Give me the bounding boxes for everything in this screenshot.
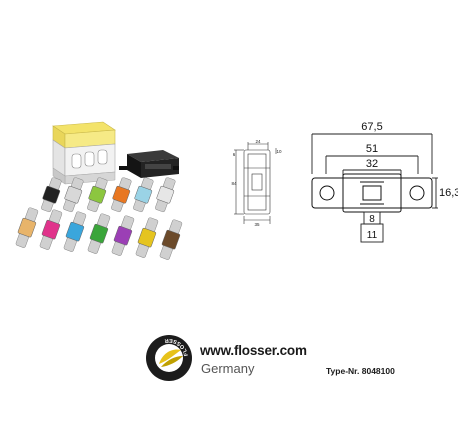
fuse-body	[161, 229, 181, 250]
fuse	[133, 177, 154, 213]
fuse	[159, 219, 183, 260]
dim-top-label: 24	[255, 139, 261, 144]
fuse	[87, 213, 111, 254]
dim-bottom-label: 35	[254, 222, 260, 227]
dim-thickness-label: 16,3	[439, 187, 458, 199]
fuse-body	[89, 223, 109, 244]
fuse	[155, 177, 176, 213]
fuse	[41, 177, 62, 213]
fuse	[111, 215, 135, 256]
dim-height-label: 84	[231, 181, 237, 186]
fuse-body	[156, 185, 175, 204]
fuse-body	[42, 185, 61, 204]
fuse-body	[64, 185, 83, 204]
fuse	[111, 177, 132, 213]
fuse-body	[65, 221, 85, 242]
dim-inner-label: 32	[366, 158, 378, 170]
fuse-body	[134, 185, 153, 204]
fuse	[15, 207, 39, 248]
fuse	[63, 177, 84, 213]
fuse	[87, 177, 108, 213]
fuse-dimension-drawing: 67,5 51 32 16,3 8 11	[311, 121, 458, 243]
fuse-body	[41, 219, 61, 240]
logo-swoosh	[159, 349, 181, 364]
fuse-row-2	[15, 207, 183, 260]
flosser-logo: FLOSSER	[146, 335, 192, 381]
fuse	[39, 209, 63, 250]
fuse	[135, 217, 159, 258]
fuse-body	[137, 227, 157, 248]
black-fuse-holder	[119, 150, 179, 178]
brand-url[interactable]: www.flosser.com	[200, 343, 307, 358]
dim-stem-label: 8	[369, 214, 375, 225]
fuse-body	[17, 217, 37, 238]
fuse-body	[113, 225, 133, 246]
product-photo	[15, 121, 183, 260]
fuse-row-1	[41, 177, 176, 213]
holder-dimension-drawing: 24 10 6 84 35	[231, 139, 282, 227]
dim-left-top-label: 6	[233, 152, 236, 157]
fuse-holder-block	[52, 121, 116, 185]
type-number: Type-Nr. 8048100	[326, 366, 395, 376]
dim-right-top-label: 10	[276, 149, 282, 154]
dim-overall-label: 67,5	[361, 121, 382, 133]
fuse-body	[88, 185, 107, 204]
dim-middle-label: 51	[366, 143, 378, 155]
fuse	[63, 211, 87, 252]
brand-country: Germany	[201, 361, 255, 376]
dim-base-label: 11	[367, 230, 378, 241]
fuse-body	[112, 185, 131, 204]
